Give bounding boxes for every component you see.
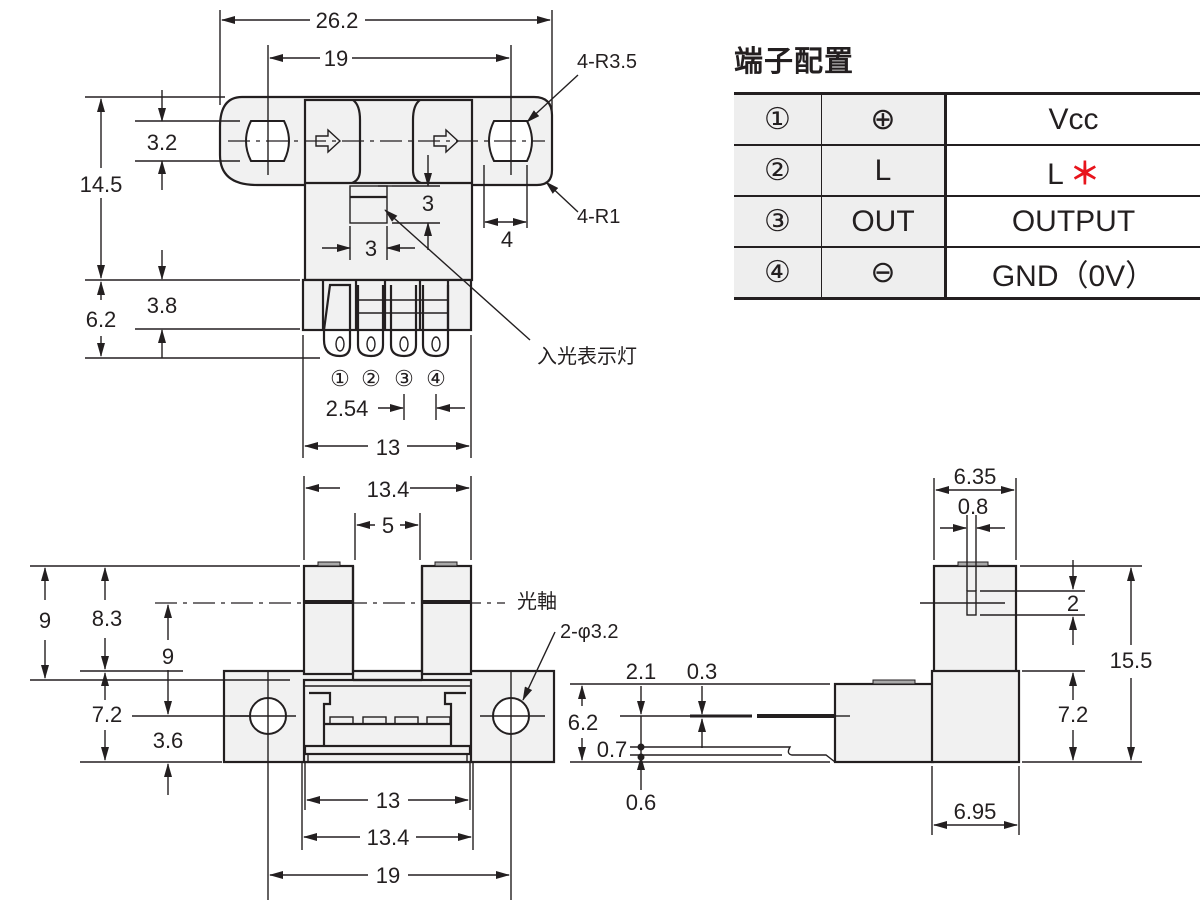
pin-numbers: ① ② ③ ④ (330, 366, 446, 391)
dim-front-hole-pitch: 19 (376, 863, 400, 888)
pin-name-text: Vcc (1048, 102, 1099, 136)
dim-slot-height: 3.2 (147, 130, 178, 155)
optical-axis-label: 光軸 (517, 590, 557, 613)
dim-aperture-width: 0.8 (958, 494, 989, 519)
dim-height-upper: 9 (39, 608, 51, 633)
connector-detail (303, 691, 472, 762)
pin-number: ④ (734, 246, 822, 300)
light-direction-arrow-icon (315, 128, 342, 154)
pin-symbol: OUT (821, 195, 947, 247)
dim-base-height: 7.2 (92, 702, 123, 727)
pin-number-4: ④ (426, 366, 446, 391)
dim-body-height: 14.5 (80, 172, 123, 197)
dim-hole-spec: 2-φ3.2 (560, 621, 619, 643)
dim-overall-width: 26.2 (316, 8, 359, 33)
dim-bottom: 0.6 (626, 790, 657, 815)
pin-table-row: ② L L＊ (734, 144, 1200, 196)
pin-table-row: ① ⊕ Vcc (734, 92, 1200, 145)
dim-hole-height: 3.6 (153, 728, 184, 753)
dim-side-base-height: 7.2 (1058, 702, 1089, 727)
pin-name: L＊ (945, 144, 1200, 196)
pin-number-3: ③ (394, 366, 414, 391)
pin-name-text: L (1047, 157, 1064, 191)
dim-terminal-span: 13 (376, 435, 400, 460)
pin-number: ③ (734, 195, 822, 247)
dim-top-width: 6.35 (954, 464, 997, 489)
dim-slot-width: 5 (382, 513, 394, 538)
dim-overall-height: 15.5 (1110, 648, 1153, 673)
pin-name-text: GND（0V） (991, 259, 1156, 293)
dim-terminal-length: 6.2 (86, 307, 117, 332)
dim-slot-length: 4 (501, 227, 513, 252)
pin-number-1: ① (330, 366, 350, 391)
dim-corner-radius-large: 4-R3.5 (577, 51, 637, 73)
pin-symbol: ⊕ (821, 92, 947, 145)
pin-name-text: OUTPUT (1011, 204, 1136, 238)
top-view: ① ② ③ ④ 26.2 19 4-R3.5 4-R1 3.2 14.5 3 (80, 8, 637, 460)
pin-symbol: ⊖ (821, 246, 947, 300)
front-view: 光軸 2-φ3.2 13.4 5 9 8.3 7.2 9 3.6 (30, 476, 619, 900)
pin-table: ① ⊕ Vcc ② L L＊ ③ OUT OUTPUT ④ ⊖ GND（0V） (734, 92, 1200, 300)
dim-front-width-top: 13.4 (367, 477, 410, 502)
dim-corner-radius-small: 4-R1 (577, 206, 620, 228)
pin-name: OUTPUT (945, 195, 1200, 247)
dim-lead-thickness: 0.3 (687, 659, 718, 684)
housing-body (303, 98, 474, 282)
pin-number: ② (734, 144, 822, 196)
light-direction-arrow-icon (433, 128, 460, 154)
dim-front-width-bottom: 13.4 (367, 825, 410, 850)
terminals (321, 280, 450, 358)
pin-number: ① (734, 92, 822, 145)
side-view: 6.2 2.1 0.7 0.6 0.3 6.35 0.8 2 15.5 (568, 464, 1153, 835)
dim-terminal-pitch: 2.54 (326, 396, 369, 421)
dim-side-height: 6.2 (568, 710, 599, 735)
dim-terminal-width: 13 (376, 788, 400, 813)
pin-number-2: ② (361, 366, 381, 391)
dim-aperture-height: 2 (1067, 591, 1079, 616)
dim-terminal-offset: 3.8 (147, 293, 178, 318)
dim-gap: 0.7 (597, 737, 628, 762)
pin-name: Vcc (945, 92, 1200, 145)
indicator-lamp (349, 185, 388, 224)
pin-symbol: L (821, 144, 947, 196)
pin-table-row: ④ ⊖ GND（0V） (734, 246, 1200, 300)
dim-base-width: 6.95 (954, 799, 997, 824)
dim-axis-to-hole: 9 (162, 644, 174, 669)
dim-lead-offset: 2.1 (626, 659, 657, 684)
dim-hole-pitch: 19 (324, 46, 348, 71)
indicator-label: 入光表示灯 (537, 345, 637, 368)
pin-table-row: ③ OUT OUTPUT (734, 195, 1200, 247)
dim-axis-height: 8.3 (92, 606, 123, 631)
pin-name: GND（0V） (945, 246, 1200, 300)
dim-indicator-height: 3 (422, 191, 434, 216)
dim-indicator-width: 3 (365, 236, 377, 261)
pin-table-title: 端子配置 (734, 46, 855, 78)
note-asterisk-icon: ＊ (1069, 157, 1100, 191)
